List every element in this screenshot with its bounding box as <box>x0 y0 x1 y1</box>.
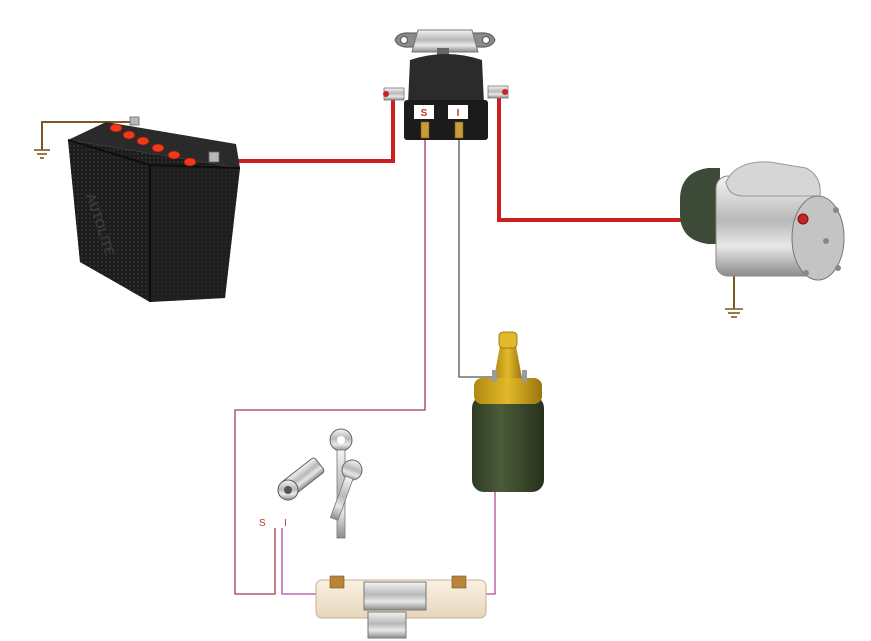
resistor-to-coil-wire <box>482 480 496 595</box>
resistor-terminal-left <box>329 575 345 589</box>
ignition-switch: S I <box>259 428 363 539</box>
start-circuit-wire <box>234 138 426 595</box>
starter-ground-symbol <box>725 308 743 318</box>
solenoid-i-to-coil-wire <box>458 138 494 378</box>
switch-i-to-resistor-wire <box>281 528 318 595</box>
solenoid-i-label: I <box>457 108 460 119</box>
battery-ground-wire <box>41 121 135 150</box>
battery: AUTOLITE <box>67 116 241 302</box>
starter-terminal <box>797 213 809 225</box>
battery-positive-terminal <box>208 151 220 163</box>
ballast-resistor <box>315 575 487 639</box>
solenoid-s-terminal <box>420 121 430 139</box>
battery-to-solenoid-cable <box>214 94 400 163</box>
starter-motor <box>680 161 845 281</box>
battery-negative-terminal <box>129 116 140 126</box>
coil-terminal-left <box>492 370 497 382</box>
coil-terminal-right <box>522 370 527 382</box>
battery-ground-symbol <box>34 149 50 159</box>
resistor-terminal-right <box>451 575 467 589</box>
switch-s-label: S <box>259 518 266 529</box>
switch-i-label: I <box>284 518 287 529</box>
battery-cell-caps <box>109 123 197 167</box>
solenoid-s-label: S <box>421 108 428 119</box>
starter-solenoid: S I <box>383 29 509 140</box>
ignition-keys <box>329 428 363 539</box>
ignition-coil <box>472 331 544 492</box>
solenoid-i-terminal <box>454 121 464 139</box>
